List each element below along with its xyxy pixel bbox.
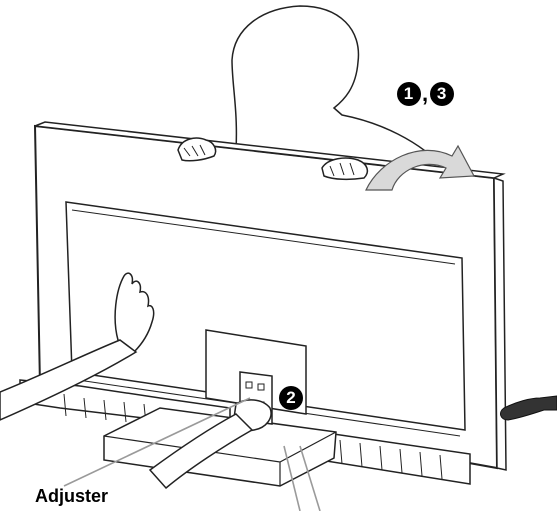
step-1-badge: 1 [397, 82, 421, 106]
adjuster-label: Adjuster [35, 486, 108, 507]
step-1-3-callout: 1,3 [397, 80, 454, 107]
step-separator: , [422, 81, 429, 106]
insert-arrow-icon [501, 396, 557, 420]
step-3-badge: 3 [430, 82, 454, 106]
step-2-callout: 2 [279, 384, 303, 410]
right-hand-top [322, 158, 367, 179]
left-hand-top [178, 138, 216, 161]
step-2-badge: 2 [279, 386, 303, 410]
